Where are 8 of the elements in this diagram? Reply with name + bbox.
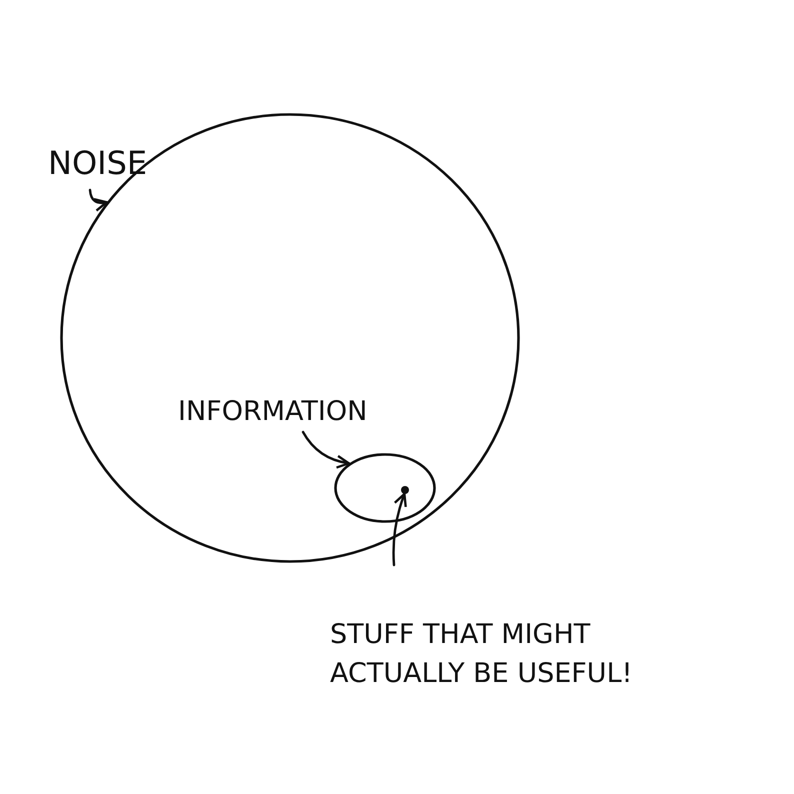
dot-marker (401, 486, 409, 494)
curved-arrow (392, 492, 408, 566)
curved-arrow (302, 430, 350, 468)
curved-arrow (88, 188, 108, 212)
information-label: INFORMATION (178, 392, 428, 432)
annotation-text: STUFF THAT MIGHT ACTUALLY BE USEFUL! (330, 615, 730, 710)
noise-label: NOISE (48, 140, 168, 190)
small-circle (334, 453, 436, 523)
